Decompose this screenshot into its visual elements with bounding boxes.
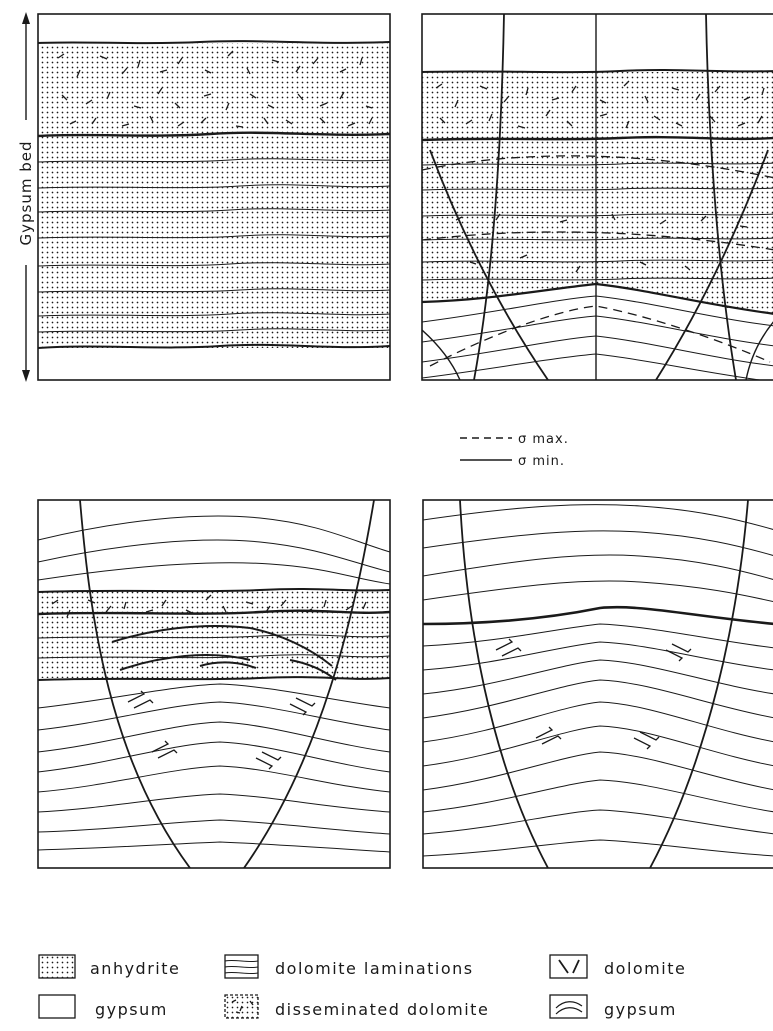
dolomite-swatch	[549, 954, 588, 979]
legend-label: gypsum	[95, 1000, 168, 1019]
sigma-min-label: σ min.	[518, 454, 565, 469]
shear-arrows	[495, 638, 692, 750]
gypsum-layers-swatch	[549, 994, 588, 1019]
sigma-min-trajectories	[422, 14, 773, 380]
panel-anhydrite-dome	[37, 499, 391, 869]
legend-item-dolomite: dolomite	[549, 954, 686, 979]
dolomite-laminations	[38, 634, 390, 659]
panel-original-bed	[37, 13, 391, 381]
legend-item-anhydrite: anhydrite	[38, 954, 180, 979]
dolomite-laminations	[422, 162, 773, 281]
shear-arrows	[127, 690, 316, 770]
gypsum-layer-arcs	[555, 1001, 583, 1015]
bed-boundaries	[37, 40, 391, 349]
dolomite-folds	[111, 624, 337, 681]
stress-legend: σ max. σ min.	[460, 432, 569, 469]
legend-item-gypsum-layers: gypsum	[549, 994, 677, 1019]
panel-gypsum-dome	[422, 499, 773, 869]
disseminated-dolomite-marks	[57, 50, 373, 128]
panel-frame	[37, 13, 391, 381]
panel-early-doming	[421, 13, 773, 381]
gypsum-bed-scale	[22, 12, 30, 382]
dolomite-boundary	[423, 605, 773, 626]
sigma-max-label: σ max.	[518, 432, 569, 447]
disseminated-marks	[231, 999, 254, 1014]
panel-frame	[421, 13, 773, 381]
legend-label: disseminated dolomite	[275, 1000, 489, 1019]
sigma-max-trajectories	[422, 155, 773, 367]
disseminated-dolomite-marks	[435, 80, 765, 273]
anhydrite-band	[422, 72, 773, 314]
gypsum-layers	[38, 515, 390, 585]
gypsum-bed-label: Gypsum bed	[17, 141, 35, 246]
lamination-lines	[224, 959, 259, 975]
gypsum-swatch	[38, 994, 76, 1019]
anhydrite-band	[38, 43, 390, 348]
dolomite-laminations	[37, 158, 391, 333]
gypsum-layers	[423, 623, 773, 857]
legend-label: dolomite	[604, 959, 686, 978]
legend-label: anhydrite	[90, 959, 180, 978]
legend-label: gypsum	[604, 1000, 677, 1019]
panel-frame	[37, 499, 391, 869]
legend-label: dolomite laminations	[275, 959, 474, 978]
legend-item-disseminated-dolomite: disseminated dolomite	[224, 994, 489, 1019]
sigma-min-trajectories	[459, 500, 749, 868]
gypsum-layers	[38, 683, 390, 853]
gypsum-layers	[422, 295, 773, 380]
legend-item-gypsum: gypsum	[38, 994, 168, 1019]
dolomite-marks	[558, 959, 580, 974]
legend: anhydrite dolomite laminations dolomite …	[38, 954, 686, 1019]
legend-item-dolomite-laminations: dolomite laminations	[224, 954, 474, 979]
gypsum-layers	[423, 504, 773, 603]
sigma-min-trajectories	[79, 500, 375, 868]
anhydrite-swatch	[38, 954, 76, 979]
panel-frame	[422, 499, 773, 869]
